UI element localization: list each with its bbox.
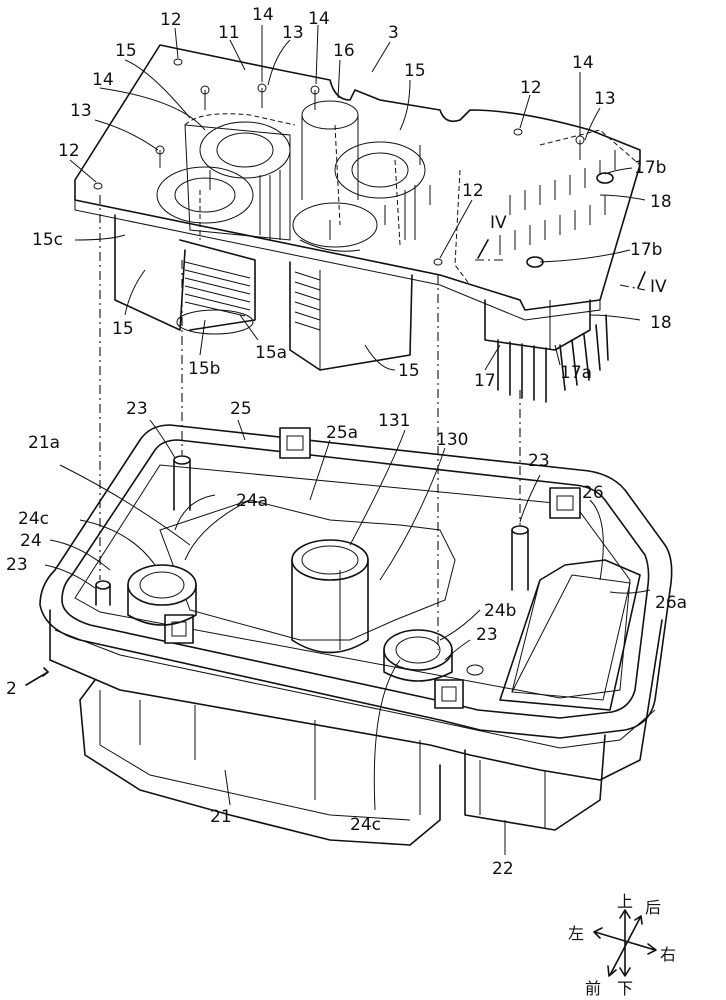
reference-labels: 12 11 14 13 14 16 3 15 14 15 12 14 13 13… [6,5,687,879]
compass-left: 左 [568,924,584,943]
label-12: 12 [58,141,80,161]
label-24c: 24c [350,815,381,835]
label-15c: 15c [32,230,63,250]
label-12: 12 [462,181,484,201]
label-IV: IV [490,213,507,233]
label-2: 2 [6,679,17,699]
label-15a: 15a [255,343,287,363]
label-13: 13 [70,101,92,121]
case-body [39,424,673,846]
label-25a: 25a [326,423,358,443]
label-17b: 17b [634,158,666,178]
label-26a: 26a [655,593,687,613]
label-14: 14 [572,53,594,73]
label-24: 24 [20,531,42,551]
direction-compass: 上 后 左 右 前 下 [568,892,676,998]
label-16: 16 [333,41,355,61]
compass-front: 前 [585,979,601,998]
label-17a: 17a [560,363,592,383]
label-11: 11 [218,23,240,43]
label-14: 14 [252,5,274,25]
label-17b: 17b [630,240,662,260]
label-23: 23 [528,451,550,471]
label-13: 13 [282,23,304,43]
compass-down: 下 [617,979,633,998]
label-15: 15 [404,61,426,81]
label-24a: 24a [236,491,268,511]
compass-right: 右 [660,945,676,964]
compass-up: 上 [617,892,633,911]
alignment-lines [99,195,521,650]
label-21a: 21a [28,433,60,453]
label-23: 23 [6,555,28,575]
label-17: 17 [474,371,496,391]
relay-board-assembly [74,44,646,403]
label-15: 15 [112,319,134,339]
header-pin-row [499,150,616,268]
label-14: 14 [92,70,114,90]
label-25: 25 [230,399,252,419]
label-24c: 24c [18,509,49,529]
front-back-axis [609,917,641,976]
label-15: 15 [115,41,137,61]
label-3: 3 [388,23,399,43]
label-12: 12 [160,10,182,30]
label-15b: 15b [188,359,220,379]
label-22: 22 [492,859,514,879]
label-15: 15 [398,361,420,381]
label-18: 18 [650,313,672,333]
label-131: 131 [378,411,410,431]
label-23: 23 [476,625,498,645]
label-13: 13 [594,89,616,109]
label-18: 18 [650,192,672,212]
label-23: 23 [126,399,148,419]
label-12: 12 [520,78,542,98]
left-right-axis [594,931,656,951]
leader-lines [25,24,651,855]
label-26: 26 [582,483,604,503]
compass-back: 后 [645,898,661,917]
label-24b: 24b [484,601,516,621]
label-IV: IV [650,277,667,297]
label-21: 21 [210,807,232,827]
label-130: 130 [436,430,468,450]
label-14: 14 [308,9,330,29]
